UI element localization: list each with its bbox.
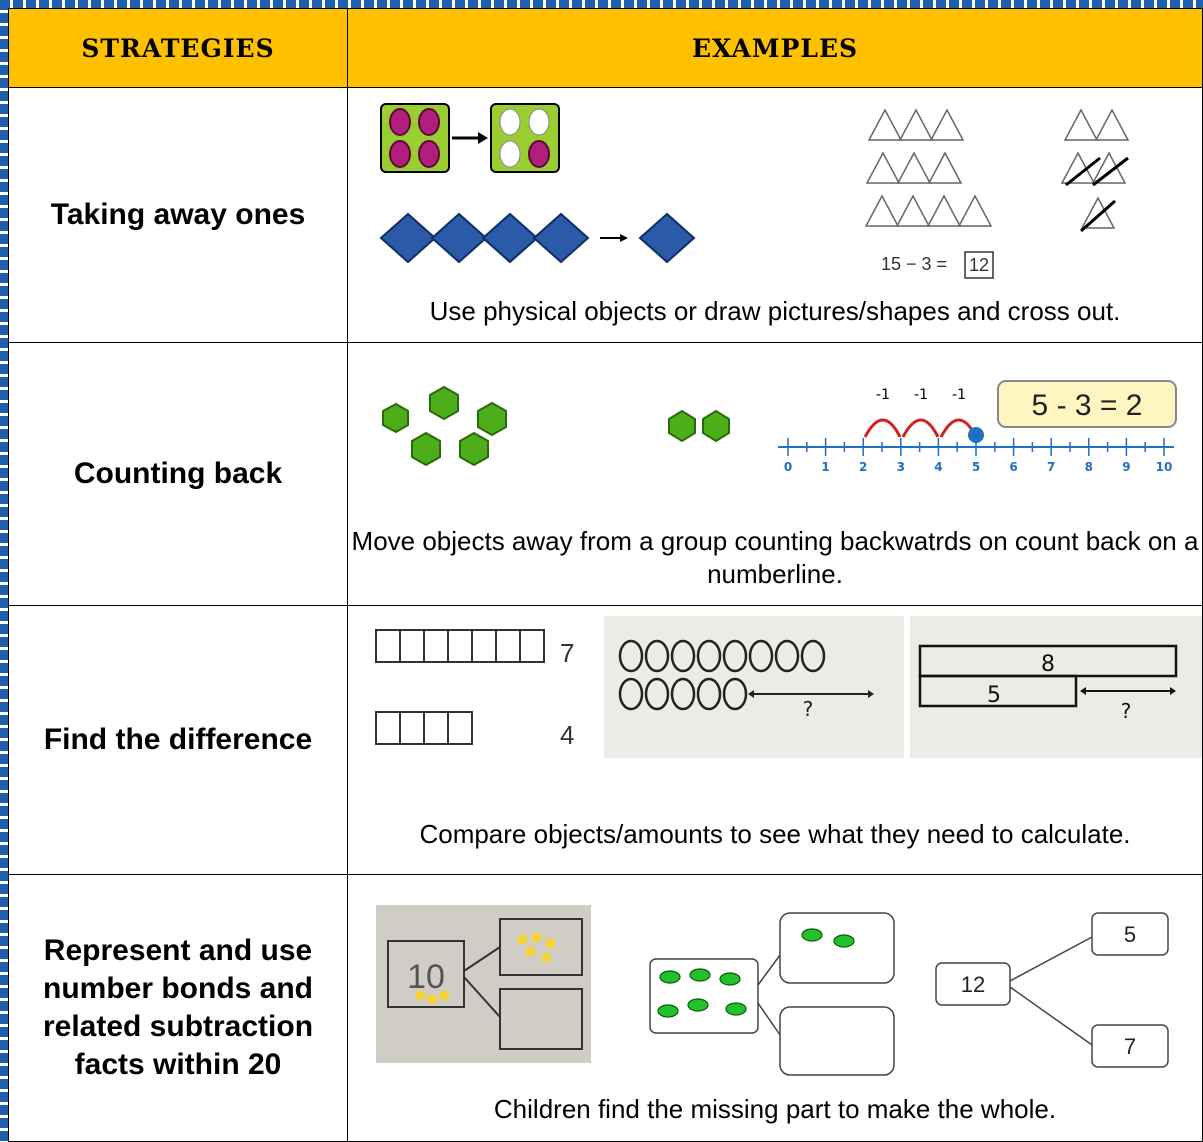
number-line-label: 1	[821, 460, 829, 474]
counting-back-equation: 5 - 3 = 2	[1032, 389, 1143, 422]
answer-box	[964, 251, 994, 279]
question-mark: ?	[803, 697, 814, 721]
header-strategies-label: STRATEGIES	[81, 33, 275, 63]
hand-drawn-circles	[618, 639, 826, 711]
strategies-table: STRATEGIES EXAMPLES Taking away ones	[8, 8, 1203, 1142]
sweets-part-box	[779, 912, 895, 984]
number-line-label: 5	[972, 460, 980, 474]
equation-box	[997, 380, 1177, 428]
number-line-label: 0	[784, 460, 792, 474]
number-line-label: 9	[1122, 460, 1130, 474]
cross-out-lines	[1065, 156, 1129, 233]
bond-whole: 12	[961, 972, 985, 997]
start-point	[968, 427, 984, 443]
number-bond-photo	[376, 905, 591, 1063]
strategy-label: Counting back	[73, 457, 283, 490]
header-strategies: STRATEGIES	[8, 8, 348, 88]
number-line-label: 2	[859, 460, 867, 474]
jump-label: -1	[876, 387, 890, 403]
cube-count: 7	[560, 638, 574, 668]
bar-part-value: 5	[987, 683, 1001, 708]
number-line-label: 7	[1047, 460, 1055, 474]
caption-counting-back: Move objects away from a group counting …	[351, 526, 1199, 589]
photo-whole-number: 10	[407, 958, 445, 996]
strategy-cell-counting-back: Counting back	[8, 342, 348, 606]
bond-part-box	[1091, 912, 1169, 956]
taking-away-illustration: 15 − 3 = 12	[379, 103, 1130, 279]
find-difference-illustration: 7 4 ? 8 5 ?	[375, 616, 1202, 758]
counter-tile-taken	[490, 103, 560, 173]
cube-train-seven	[375, 629, 545, 663]
number-bonds-illustration: 10 12 5 7	[376, 905, 1169, 1076]
strategy-cell-taking-away: Taking away ones	[8, 87, 348, 343]
take-away-answer: 12	[969, 255, 989, 275]
cube-count: 4	[560, 720, 574, 750]
number-line-label: 4	[934, 460, 942, 474]
example-cell-taking-away: 15 − 3 = 12 Use physical objects or draw…	[347, 87, 1203, 343]
triangle-figures	[864, 108, 1130, 229]
caption-number-bonds: Children find the missing part to make t…	[493, 1094, 1057, 1124]
caption-taking-away: Use physical objects or draw pictures/sh…	[429, 296, 1121, 326]
cube-group	[382, 385, 730, 467]
bond-part: 7	[1124, 1034, 1136, 1059]
example-cell-find-difference: 7 4 ? 8 5 ? Compare objects/amounts to s…	[347, 605, 1203, 875]
jump-label: -1	[952, 387, 966, 403]
caption-find-difference: Compare objects/amounts to see what they…	[419, 819, 1131, 849]
number-line-label: 10	[1156, 460, 1173, 474]
number-line-label: 6	[1009, 460, 1017, 474]
cube-train-four	[375, 711, 473, 745]
header-examples-label: EXAMPLES	[691, 33, 859, 63]
jump-arcs	[863, 418, 978, 438]
sweets-empty-box	[779, 1006, 895, 1076]
strategy-cell-number-bonds: Represent and use number bonds and relat…	[8, 874, 348, 1142]
strategy-cell-find-difference: Find the difference	[8, 605, 348, 875]
counting-back-illustration: -1 -1 -1 5 - 3 = 2 0 1 2 3 4 5 6 7 8 9 10	[382, 380, 1177, 474]
example-cell-counting-back: -1 -1 -1 5 - 3 = 2 0 1 2 3 4 5 6 7 8 9 10 Move obj…	[347, 342, 1203, 606]
dashed-border-top	[0, 0, 1203, 8]
bar-model-photo	[910, 616, 1202, 758]
number-line-label: 3	[897, 460, 905, 474]
counter-tile-full	[380, 103, 450, 173]
strategy-label: Find the difference	[43, 723, 313, 756]
bar-whole-value: 8	[1041, 652, 1055, 677]
bond-part: 5	[1124, 922, 1136, 947]
jump-label: -1	[914, 387, 928, 403]
yellow-cubes	[416, 933, 555, 1004]
dashed-border-left	[0, 0, 8, 1142]
number-line: 0 1 2 3 4 5 6 7 8 9 10	[778, 438, 1174, 474]
header-examples: EXAMPLES	[347, 8, 1203, 88]
take-away-equation: 15 − 3 =	[881, 254, 947, 274]
bond-whole-box	[935, 962, 1011, 1006]
question-mark: ?	[1121, 699, 1132, 723]
bond-part-box	[1091, 1024, 1169, 1068]
diamond-row	[379, 212, 696, 264]
strategy-label: Represent and use number bonds and relat…	[42, 934, 314, 1081]
example-cell-number-bonds: 10 12 5 7	[347, 874, 1203, 1142]
part-bar	[918, 674, 1078, 708]
strategy-label: Taking away ones	[50, 198, 306, 231]
number-line-label: 8	[1085, 460, 1093, 474]
circles-photo	[604, 616, 904, 758]
sweets-whole-box	[649, 958, 759, 1034]
sweet-icons	[657, 928, 855, 1018]
